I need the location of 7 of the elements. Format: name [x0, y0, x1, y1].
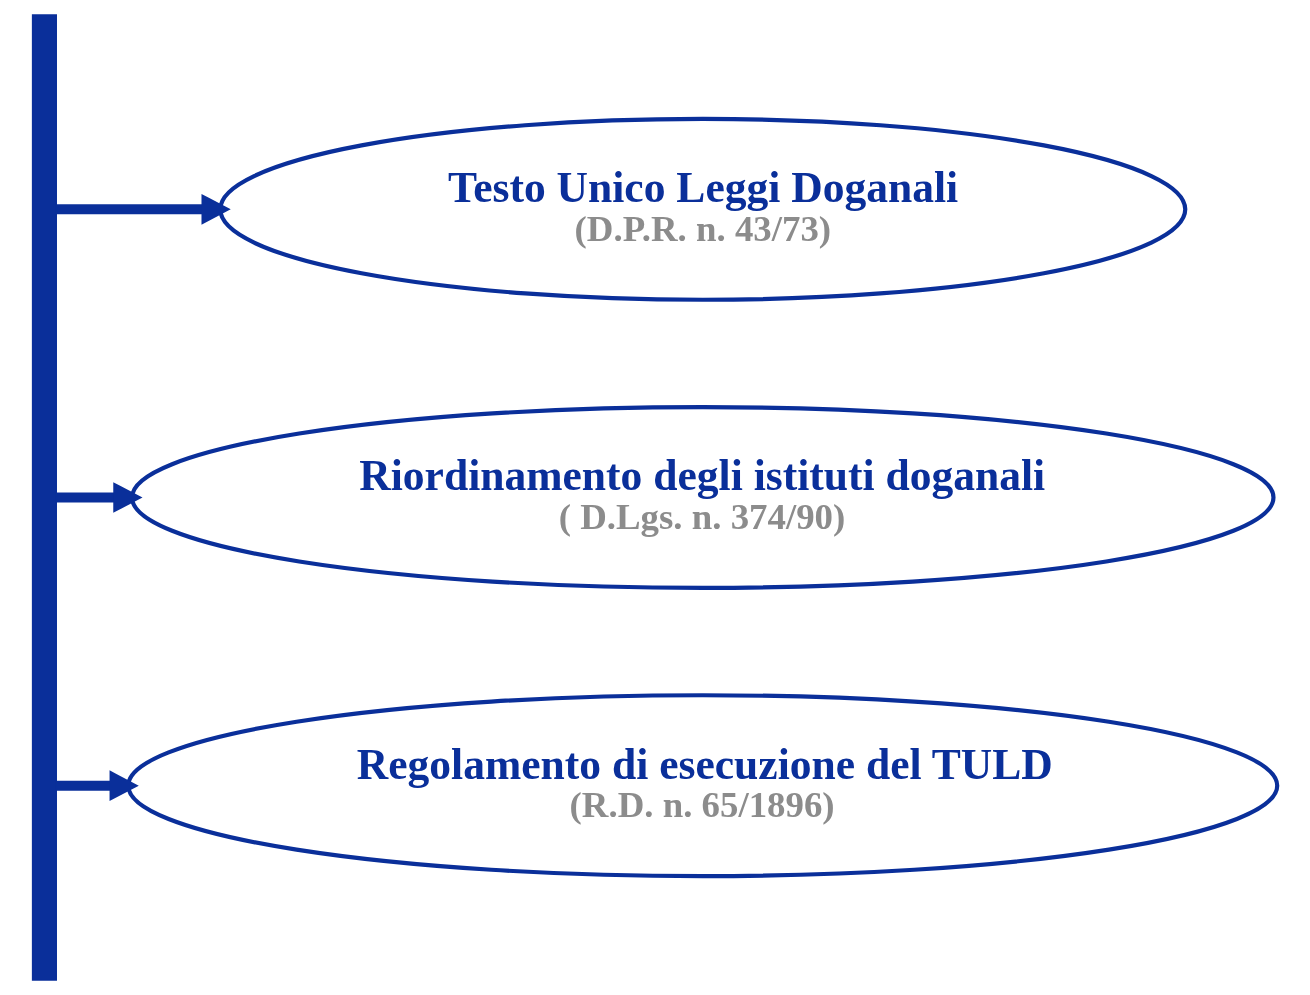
node-bar — [31, 14, 57, 981]
arrow — [56, 194, 231, 225]
arrow — [56, 770, 139, 801]
arrow — [56, 482, 143, 513]
node-ellipse: Regolamento di esecuzione del TULD (R.D. n. 65/1896) — [126, 693, 1280, 879]
node-ellipse: Testo Unico Leggi Doganali (D.P.R. n. 43/73) — [218, 116, 1188, 302]
node-ellipse: Riordinamento degli istituti doganali ( D.Lgs. n. 374/90) — [129, 404, 1276, 591]
